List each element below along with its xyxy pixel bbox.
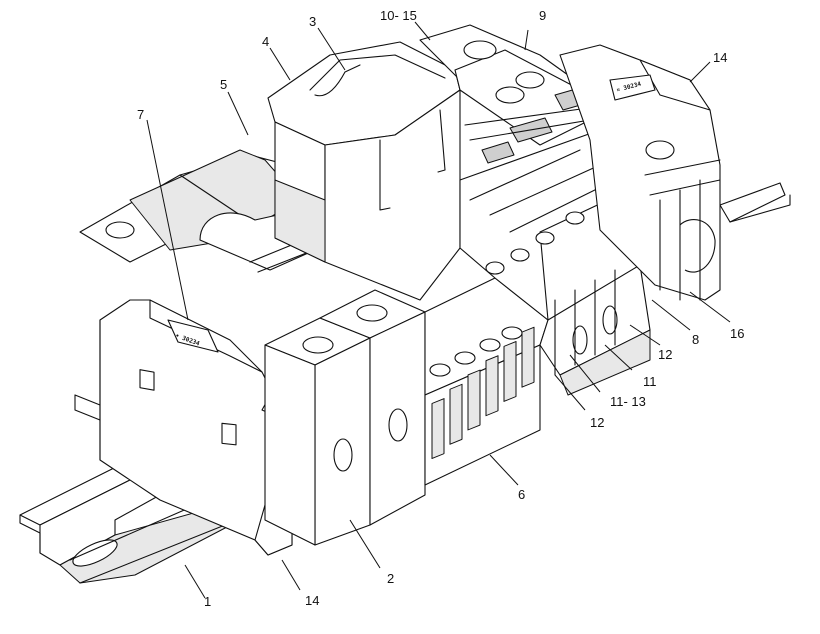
callout-11: 11 — [643, 374, 657, 389]
callout-5: 5 — [220, 77, 227, 92]
callout-16: 16 — [730, 326, 744, 341]
terminal-front-2 — [264, 289, 426, 546]
callout-6: 6 — [518, 487, 525, 502]
callout-12-lower: 12 — [590, 415, 604, 430]
callout-10-15: 10- 15 — [380, 8, 417, 23]
callout-8: 8 — [692, 332, 699, 347]
callout-3: 3 — [309, 14, 316, 29]
callout-11-13: 11- 13 — [610, 394, 646, 409]
callout-4: 4 — [262, 34, 269, 49]
slot-row — [431, 326, 535, 459]
callout-labels: 1 2 3 4 5 6 7 8 9 10- 15 11 11- 13 12 12… — [137, 8, 744, 609]
rear-terminals — [419, 24, 621, 164]
callout-14-left: 14 — [305, 593, 319, 608]
callout-14-right: 14 — [713, 50, 727, 65]
callout-9: 9 — [539, 8, 546, 23]
callout-7: 7 — [137, 107, 144, 122]
callout-1: 1 — [204, 594, 211, 609]
callout-12-upper: 12 — [658, 347, 672, 362]
leader-lines — [146, 21, 731, 599]
slot-module — [424, 277, 549, 486]
end-bracket-right: ¤ 30234 — [559, 44, 721, 301]
callout-2: 2 — [387, 571, 394, 586]
cover-block — [267, 41, 461, 301]
